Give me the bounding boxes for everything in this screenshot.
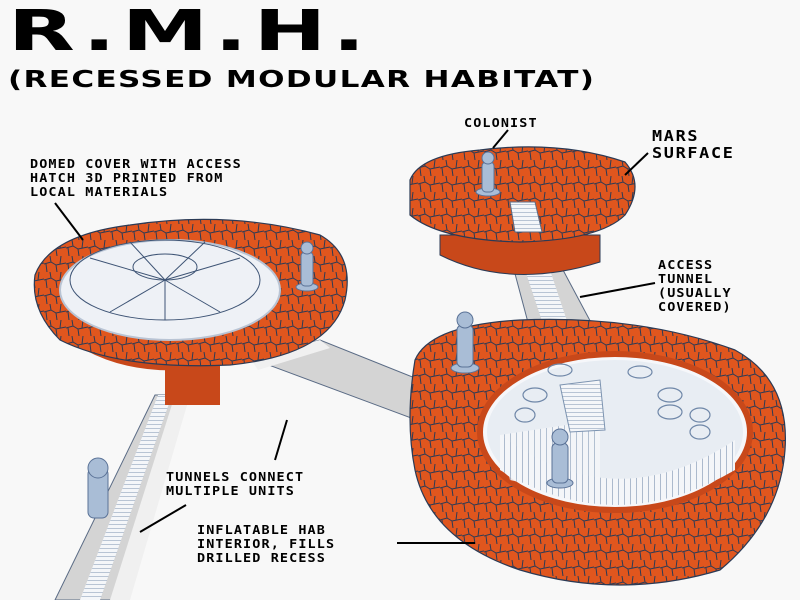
dome-cover-icon: [59, 239, 281, 341]
leader-lines: [54, 129, 656, 544]
label-mars-surface: MARS SURFACE: [652, 127, 735, 162]
colonist-figure-interior: [546, 428, 574, 489]
colonist-figure-right: [450, 311, 480, 374]
module-top-right: [409, 146, 636, 275]
colonist-figure-top: [475, 151, 501, 197]
module-inflatable-hab: [409, 318, 787, 586]
tunnel-left-diagonal: [54, 394, 191, 600]
page-subtitle: (RECESSED MODULAR HABITAT): [8, 67, 596, 93]
label-access-tunnel: ACCESS TUNNEL (USUALLY COVERED): [658, 258, 732, 314]
label-tunnels-connect: TUNNELS CONNECT MULTIPLE UNITS: [166, 470, 305, 498]
page-title: R.M.H.: [8, 0, 372, 64]
label-colonist: COLONIST: [464, 116, 538, 130]
colonist-figure-left: [295, 241, 319, 292]
colonist-figure-tunnel: [87, 457, 109, 519]
label-domed-cover: DOMED COVER WITH ACCESS HATCH 3D PRINTED…: [30, 157, 242, 199]
label-inflatable-hab: INFLATABLE HAB INTERIOR, FILLS DRILLED R…: [197, 523, 336, 565]
module-domed-cover: [33, 218, 348, 405]
